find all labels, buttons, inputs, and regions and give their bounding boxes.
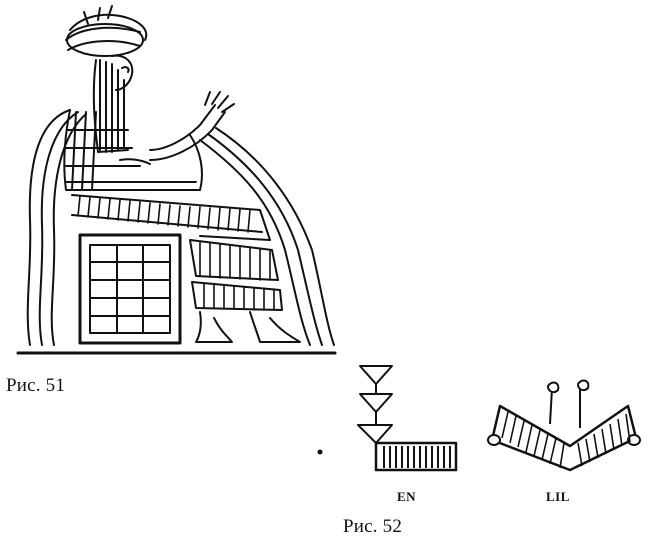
- lil-sign-label: LIL: [546, 489, 570, 504]
- lil-sign: [487, 379, 641, 472]
- water-streams-left: [26, 109, 87, 346]
- raised-arm: [149, 91, 235, 161]
- head-and-beard: [92, 54, 134, 153]
- feet: [195, 311, 301, 343]
- flounced-skirt: [71, 194, 283, 311]
- resting-hand: [119, 158, 151, 165]
- en-sign: [357, 365, 458, 472]
- en-sign-label: EN: [397, 489, 417, 504]
- throne: [78, 233, 182, 345]
- figure-52-caption: Рис. 52: [343, 516, 403, 537]
- water-streams-right: [199, 127, 335, 346]
- print-speck: [317, 449, 323, 455]
- figure-51-caption: Рис. 51: [6, 375, 66, 396]
- horned-crown: [65, 5, 148, 57]
- torso-garment: [63, 109, 203, 191]
